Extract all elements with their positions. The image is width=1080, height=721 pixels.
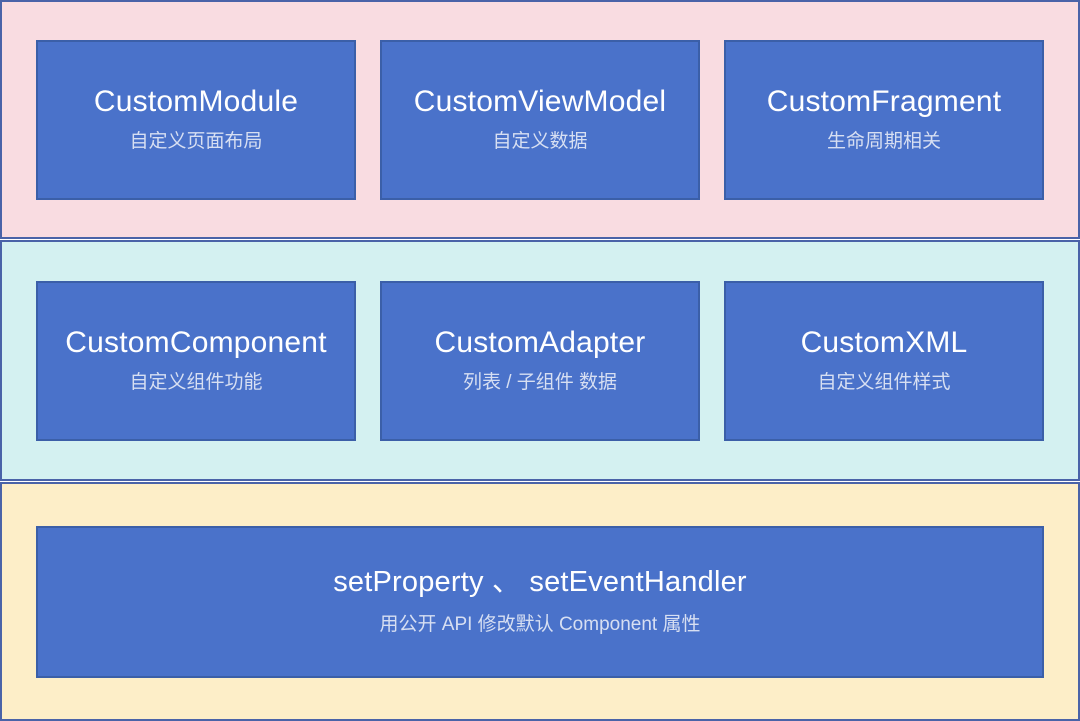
node-custom-fragment[interactable]: CustomFragment 生命周期相关 [724, 39, 1044, 200]
node-subtitle: 自定义数据 [492, 131, 588, 153]
node-title: CustomFragment [766, 84, 1002, 118]
band-presentation-row: CustomModule 自定义页面布局 CustomViewModel 自定义… [2, 39, 1078, 200]
layer-band-presentation: CustomModule 自定义页面布局 CustomViewModel 自定义… [0, 0, 1080, 239]
node-subtitle: 自定义组件样式 [817, 372, 951, 394]
node-title: CustomXML [800, 325, 968, 359]
node-title: CustomComponent [65, 325, 327, 359]
node-custom-viewmodel[interactable]: CustomViewModel 自定义数据 [380, 39, 700, 200]
layer-band-api: setProperty 、 setEventHandler 用公开 API 修改… [0, 482, 1080, 721]
layer-band-component: CustomComponent 自定义组件功能 CustomAdapter 列表… [0, 240, 1080, 481]
node-public-api-methods[interactable]: setProperty 、 setEventHandler 用公开 API 修改… [36, 525, 1044, 678]
node-custom-module[interactable]: CustomModule 自定义页面布局 [36, 39, 356, 200]
node-custom-xml[interactable]: CustomXML 自定义组件样式 [724, 280, 1044, 441]
node-subtitle: 自定义页面布局 [129, 131, 263, 153]
node-subtitle: 用公开 API 修改默认 Component 属性 [379, 614, 701, 636]
node-custom-component[interactable]: CustomComponent 自定义组件功能 [36, 280, 356, 441]
band-api-row: setProperty 、 setEventHandler 用公开 API 修改… [2, 525, 1078, 678]
node-title: CustomViewModel [413, 84, 667, 118]
node-custom-adapter[interactable]: CustomAdapter 列表 / 子组件 数据 [380, 280, 700, 441]
node-subtitle: 列表 / 子组件 数据 [462, 372, 618, 394]
band-component-row: CustomComponent 自定义组件功能 CustomAdapter 列表… [2, 280, 1078, 441]
node-subtitle: 生命周期相关 [826, 131, 941, 153]
node-title: CustomModule [93, 84, 299, 118]
node-title: CustomAdapter [434, 325, 646, 359]
node-subtitle: 自定义组件功能 [129, 372, 263, 394]
node-title: setProperty 、 setEventHandler [333, 566, 747, 599]
